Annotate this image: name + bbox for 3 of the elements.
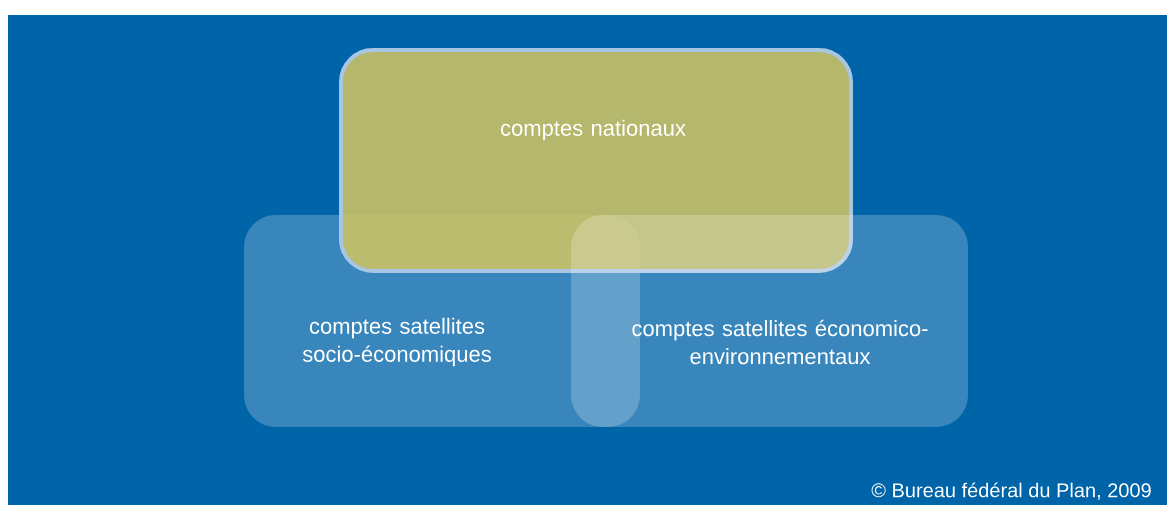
rounded-box: comptes satellites économico-environnementaux: [571, 215, 968, 427]
copyright-note: © Bureau fédéral du Plan, 2009: [871, 482, 1151, 500]
rounded-box: comptes nationaux: [339, 48, 853, 273]
